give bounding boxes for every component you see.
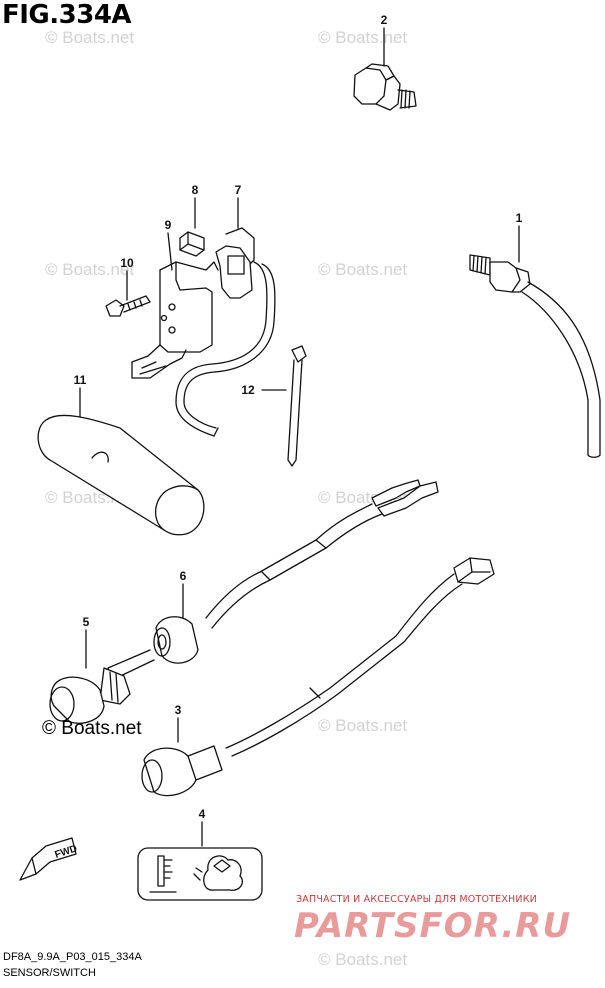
watermark-text: © Boats.net — [318, 716, 407, 735]
callouts: 1 2 3 4 5 6 7 8 9 10 11 12 — [74, 13, 523, 821]
watermark-strong: © Boats.net — [42, 718, 142, 739]
part-3-harness — [141, 557, 495, 797]
part-2-sensor — [353, 27, 417, 111]
watermark-text: © Boats.net — [45, 260, 134, 279]
callout-8: 8 — [192, 183, 199, 197]
brand-logo: PARTSFOR.RU — [294, 906, 572, 946]
part-7-9-bracket-switch — [131, 197, 276, 437]
brand-tagline: ЗАПЧАСТИ И АКСЕССУАРЫ ДЛЯ МОТОТЕХНИКИ — [296, 894, 537, 905]
callout-3: 3 — [175, 703, 182, 717]
part-5-6-switch-harness — [49, 479, 439, 724]
part-11-sleeve — [37, 387, 205, 536]
part-10-screw — [105, 270, 151, 317]
figure-code: DF8A_9.9A_P03_015_334A — [3, 951, 142, 963]
callout-9: 9 — [165, 218, 172, 232]
callout-11: 11 — [74, 373, 87, 387]
watermark-text: © Boats.net — [318, 28, 407, 47]
figure-title: FIG.334A — [2, 0, 132, 30]
part-8-block — [179, 197, 205, 257]
watermark-text: © Boats.net — [318, 950, 407, 969]
part-4-label — [137, 821, 263, 901]
part-12-cable-tie — [261, 345, 307, 467]
callout-5: 5 — [83, 615, 90, 629]
callout-6: 6 — [180, 569, 187, 583]
watermark-text: © Boats.net — [45, 28, 134, 47]
callout-7: 7 — [235, 183, 242, 197]
watermark-text: © Boats.net — [318, 260, 407, 279]
callout-12: 12 — [241, 383, 255, 397]
fwd-arrow-icon — [19, 837, 77, 881]
part-1-sender — [469, 225, 601, 458]
callout-10: 10 — [120, 256, 134, 270]
callout-4: 4 — [199, 807, 206, 821]
figure-section: SENSOR/SWITCH — [3, 967, 96, 979]
watermarks: © Boats.net © Boats.net © Boats.net © Bo… — [45, 28, 407, 969]
callout-1: 1 — [516, 211, 523, 225]
callout-2: 2 — [381, 13, 388, 27]
